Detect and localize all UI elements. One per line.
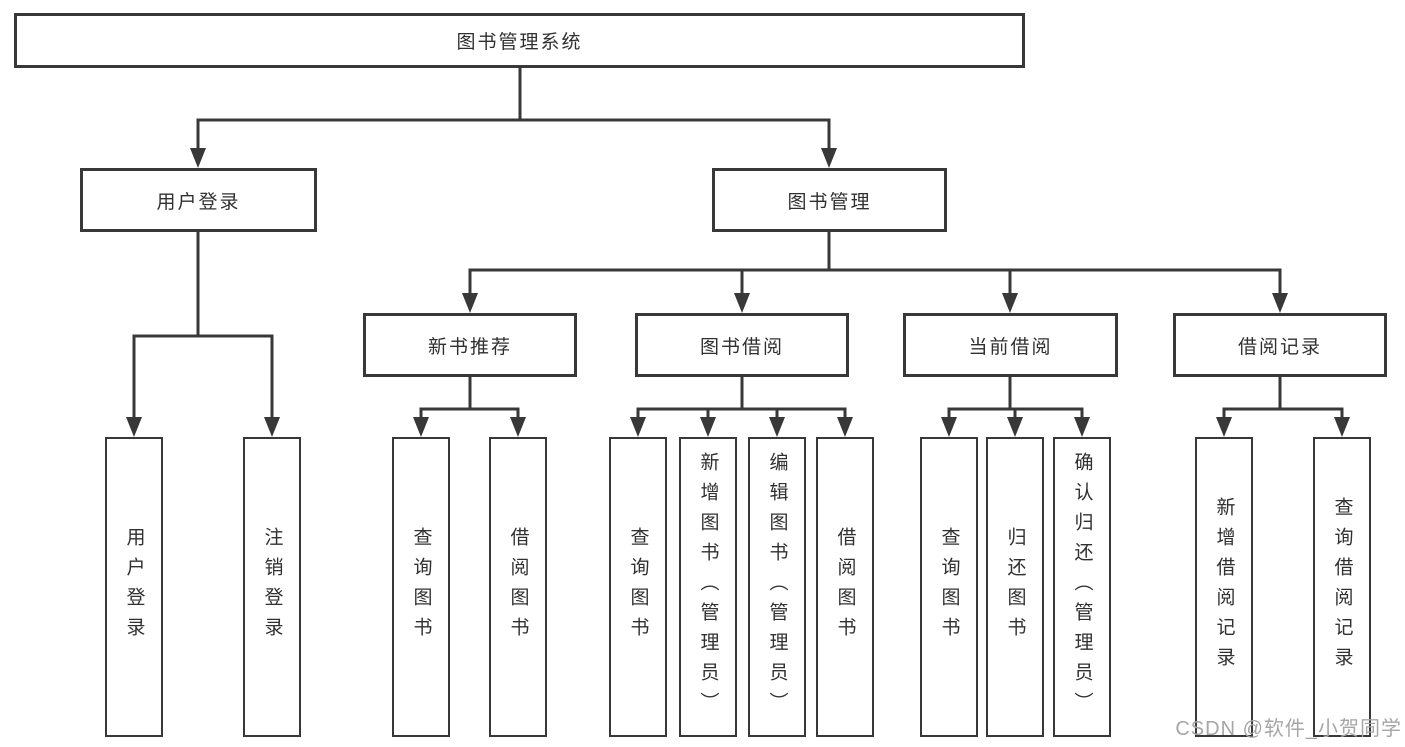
edge-user-login-children [126, 232, 280, 437]
node-label: 图书借阅 [699, 336, 784, 358]
leaf-return-books: 归还图书 [986, 437, 1044, 737]
node-label: 新书推荐 [427, 336, 512, 358]
leaf-add-borrow-record: 新增借阅记录 [1195, 437, 1253, 737]
node-label: 编辑图书（管理员） [766, 452, 788, 722]
node-label: 查询借阅记录 [1331, 497, 1353, 677]
node-label: 注销登录 [261, 527, 283, 647]
leaf-logout: 注销登录 [243, 437, 301, 737]
node-label: 用户登录 [123, 527, 145, 647]
leaf-query-borrow-record: 查询借阅记录 [1313, 437, 1371, 737]
leaf-edit-books-admin: 编辑图书（管理员） [748, 437, 806, 737]
node-borrowing-records: 借阅记录 [1173, 313, 1387, 377]
node-label: 查询图书 [627, 527, 649, 647]
node-book-management: 图书管理 [712, 168, 947, 232]
edge-root-to-level1 [190, 68, 837, 168]
edge-new-book-recommend-children [413, 375, 526, 437]
edge-book-management-children [462, 232, 1288, 313]
node-label: 借阅图书 [507, 527, 529, 647]
leaf-add-books-admin: 新增图书（管理员） [679, 437, 737, 737]
leaf-confirm-return-admin: 确认归还（管理员） [1053, 437, 1111, 737]
edge-borrowing-records-children [1216, 375, 1350, 437]
node-label: 新增图书（管理员） [697, 452, 719, 722]
leaf-borrow-books-borrowing: 借阅图书 [816, 437, 874, 737]
leaf-query-books-borrowing: 查询图书 [609, 437, 667, 737]
node-user-login: 用户登录 [80, 168, 317, 232]
node-root: 图书管理系统 [14, 13, 1025, 68]
node-label: 查询图书 [410, 527, 432, 647]
edge-book-borrowing-children [630, 375, 853, 437]
node-new-book-recommend: 新书推荐 [363, 313, 577, 377]
node-label: 归还图书 [1004, 527, 1026, 647]
leaf-user-login: 用户登录 [105, 437, 163, 737]
node-label: 用户登录 [156, 191, 241, 213]
node-label: 图书管理系统 [456, 32, 583, 53]
node-current-borrowing: 当前借阅 [903, 313, 1118, 377]
node-label: 当前借阅 [968, 336, 1053, 358]
node-label: 借阅记录 [1237, 336, 1322, 358]
edge-current-borrowing-children [941, 375, 1090, 437]
node-book-borrowing: 图书借阅 [635, 313, 849, 377]
node-label: 查询图书 [938, 527, 960, 647]
node-label: 新增借阅记录 [1213, 497, 1235, 677]
node-label: 确认归还（管理员） [1071, 452, 1093, 722]
leaf-query-books-recommend: 查询图书 [392, 437, 450, 737]
leaf-borrow-books-recommend: 借阅图书 [489, 437, 547, 737]
node-label: 借阅图书 [834, 527, 856, 647]
node-label: 图书管理 [787, 191, 872, 213]
csdn-watermark: CSDN @软件_小贺同学 [1175, 718, 1402, 740]
leaf-query-books-current: 查询图书 [920, 437, 978, 737]
